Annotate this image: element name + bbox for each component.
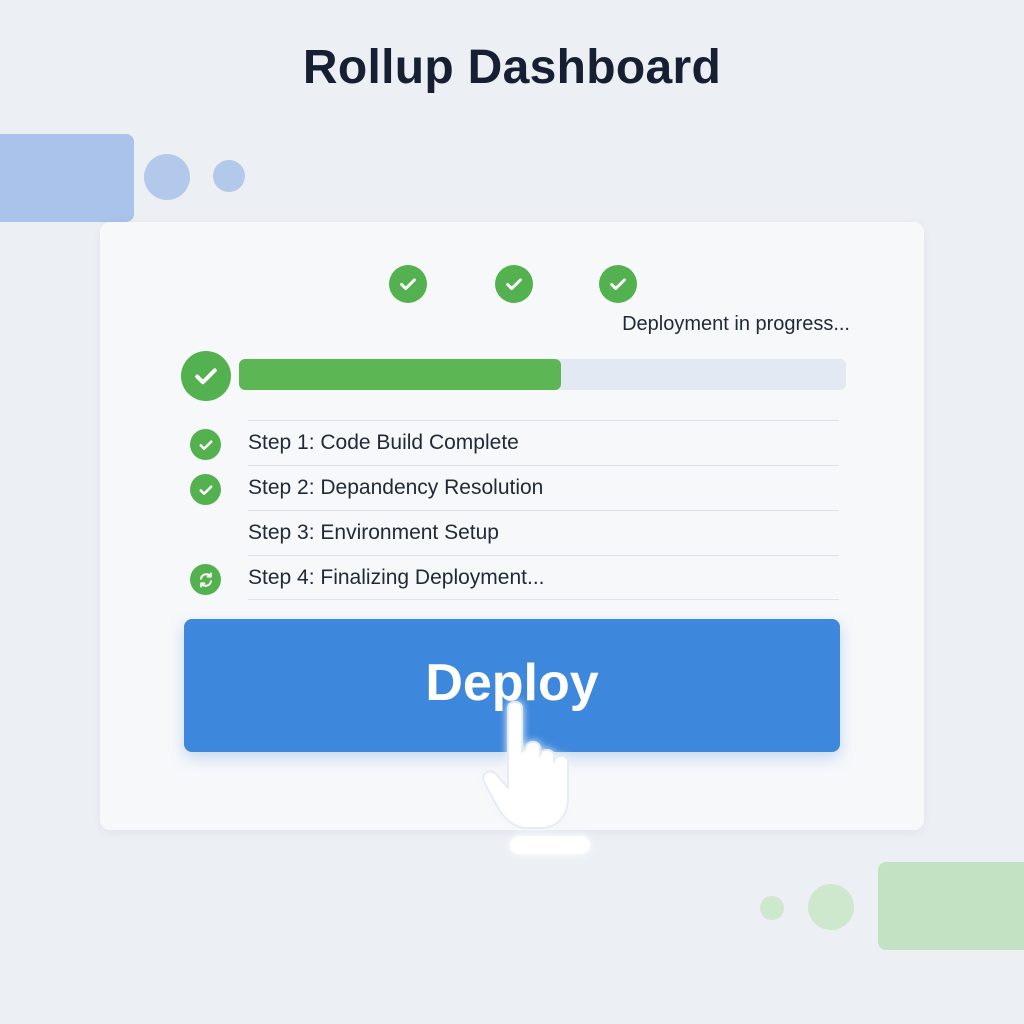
progress-check-circle-icon xyxy=(181,351,231,401)
decorative-blue-rectangle xyxy=(0,134,134,222)
decorative-green-rectangle xyxy=(878,862,1024,950)
step-row: Step 3: Environment Setup xyxy=(248,510,839,555)
check-circle-icon xyxy=(389,265,427,303)
check-circle-icon xyxy=(495,265,533,303)
deployment-progress-bar xyxy=(239,359,846,390)
progress-bar-fill xyxy=(239,359,561,390)
step-row: Step 2: Depandency Resolution xyxy=(190,465,839,510)
decorative-blue-circle-small xyxy=(213,160,245,192)
sync-icon xyxy=(190,564,221,595)
step-label: Step 3: Environment Setup xyxy=(248,521,499,544)
check-circle-icon xyxy=(190,474,221,505)
deployment-status-text: Deployment in progress... xyxy=(622,313,850,335)
step-row: Step 1: Code Build Complete xyxy=(190,420,839,465)
check-circle-icon xyxy=(599,265,637,303)
deploy-button[interactable]: Deploy xyxy=(184,619,840,752)
deployment-card: Deployment in progress... Step 1: Code B… xyxy=(100,222,924,830)
step-label: Step 4: Finalizing Deployment... xyxy=(248,565,545,589)
page-title: Rollup Dashboard xyxy=(302,41,722,94)
step-row: Step 4: Finalizing Deployment... xyxy=(190,555,839,600)
step-label: Step 1: Code Build Complete xyxy=(248,431,519,454)
decorative-green-circle-large xyxy=(808,884,854,930)
decorative-blue-circle-large xyxy=(144,154,190,200)
step-label: Step 2: Depandency Resolution xyxy=(248,476,544,499)
decorative-green-circle-small xyxy=(760,896,784,920)
deployment-steps-list: Step 1: Code Build Complete Step 2: Depa… xyxy=(190,420,839,600)
check-circle-icon xyxy=(190,429,221,460)
